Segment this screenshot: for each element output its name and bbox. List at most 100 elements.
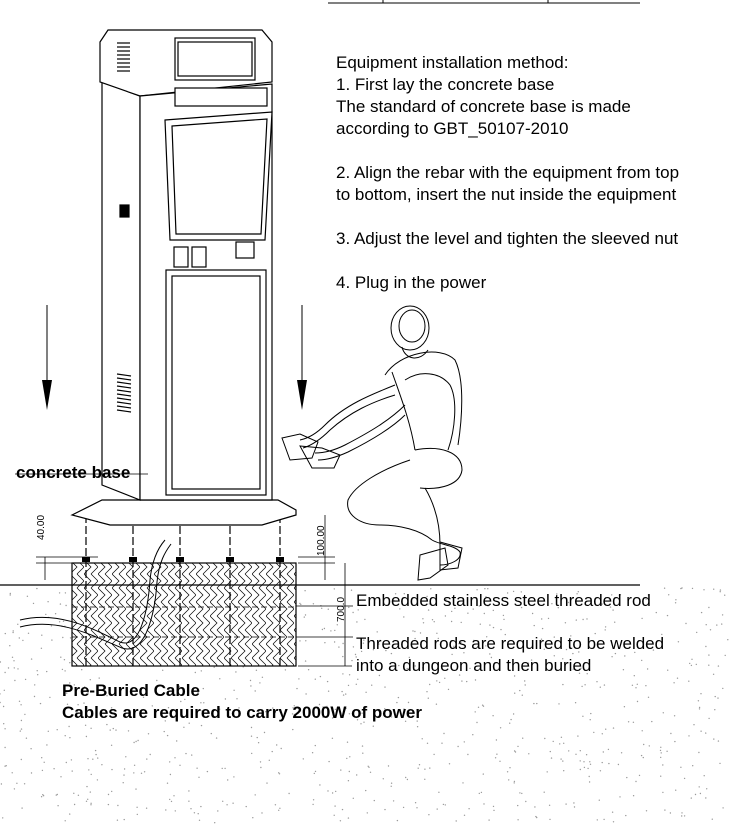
ground-dot bbox=[164, 687, 166, 689]
ground-dot bbox=[438, 791, 440, 793]
ground-dot bbox=[492, 626, 495, 629]
ground-dot bbox=[611, 811, 614, 813]
ground-dot bbox=[447, 688, 450, 691]
ground-dot bbox=[527, 662, 530, 664]
ground-dot bbox=[719, 589, 722, 591]
ground-dot bbox=[700, 730, 702, 732]
ground-dot bbox=[263, 731, 266, 734]
ground-dot bbox=[416, 726, 419, 728]
ground-dot bbox=[575, 753, 577, 755]
ground-dot bbox=[670, 732, 672, 735]
ground-dot bbox=[364, 618, 366, 621]
ground-dot bbox=[712, 673, 715, 675]
ground-dot bbox=[461, 680, 463, 682]
ground-dot bbox=[200, 702, 202, 704]
ground-dot bbox=[27, 632, 30, 634]
ground-dot bbox=[336, 624, 338, 626]
ground-dot bbox=[180, 700, 182, 703]
ground-dot bbox=[145, 807, 148, 809]
ground-dot bbox=[170, 800, 173, 803]
ground-dot bbox=[492, 715, 494, 717]
ground-dot bbox=[533, 702, 535, 705]
ground-dot bbox=[624, 655, 626, 657]
ground-dot bbox=[73, 792, 75, 794]
ground-dot bbox=[467, 612, 469, 614]
ground-dot bbox=[603, 684, 606, 686]
ground-dot bbox=[203, 702, 205, 704]
ground-dot bbox=[675, 789, 677, 791]
ground-dot bbox=[224, 698, 227, 700]
ground-dot bbox=[2, 705, 5, 708]
ground-dot bbox=[94, 749, 97, 752]
ground-dot bbox=[460, 642, 462, 644]
ground-dot bbox=[512, 590, 515, 593]
ground-dot bbox=[383, 711, 386, 713]
ground-dot bbox=[165, 809, 167, 811]
ground-dot bbox=[552, 740, 554, 743]
ground-dot bbox=[604, 629, 606, 631]
ground-dot bbox=[117, 804, 119, 807]
ground-dot bbox=[546, 771, 548, 773]
ground-dot bbox=[553, 655, 555, 657]
ground-dot bbox=[596, 819, 598, 821]
ground-dot bbox=[424, 768, 426, 770]
ground-dot bbox=[407, 701, 410, 704]
ground-dot bbox=[582, 618, 584, 621]
ground-dot bbox=[705, 797, 707, 799]
ground-dot bbox=[56, 729, 58, 731]
ground-dot bbox=[673, 682, 675, 684]
ground-dot bbox=[688, 735, 690, 737]
ground-dot bbox=[713, 738, 715, 740]
ground-dot bbox=[288, 792, 290, 795]
ground-dot bbox=[643, 743, 645, 746]
ground-dot bbox=[363, 708, 366, 710]
ground-dot bbox=[479, 623, 481, 625]
ground-dot bbox=[462, 782, 464, 784]
ground-dot bbox=[292, 707, 294, 709]
ground-dot bbox=[477, 706, 480, 708]
ground-dot bbox=[578, 651, 580, 653]
ground-dot bbox=[667, 669, 669, 671]
ground-dot bbox=[4, 671, 6, 674]
ground-dot bbox=[174, 757, 176, 759]
ground-dot bbox=[34, 684, 36, 686]
ground-dot bbox=[709, 629, 712, 631]
ground-dot bbox=[521, 792, 523, 795]
ground-dot bbox=[21, 807, 23, 809]
ground-dot bbox=[513, 675, 516, 677]
ground-dot bbox=[645, 685, 647, 687]
ground-dot bbox=[394, 593, 397, 595]
ground-dot bbox=[303, 616, 305, 618]
ground-dot bbox=[111, 768, 113, 771]
ground-dot bbox=[69, 682, 71, 684]
ground-dot bbox=[493, 809, 495, 812]
ground-dot bbox=[65, 761, 68, 764]
ground-dot bbox=[496, 753, 498, 755]
ground-dot bbox=[703, 775, 705, 777]
ground-dot bbox=[652, 649, 655, 651]
ground-dot bbox=[390, 652, 393, 655]
ground-dot bbox=[174, 810, 176, 812]
ground-dot bbox=[284, 669, 287, 671]
ground-dot bbox=[556, 593, 558, 595]
ground-dot bbox=[622, 669, 625, 671]
ground-dot bbox=[327, 790, 329, 792]
ground-dot bbox=[435, 703, 438, 705]
ground-dot bbox=[608, 598, 611, 600]
ground-dot bbox=[339, 820, 342, 822]
ground-dot bbox=[651, 720, 653, 723]
ground-dot bbox=[583, 766, 586, 769]
ground-dot bbox=[362, 752, 364, 754]
top-table-lines bbox=[328, 0, 640, 4]
ground-dot bbox=[23, 783, 26, 785]
ground-dot bbox=[166, 782, 169, 784]
ground-dot bbox=[342, 655, 344, 658]
ground-dot bbox=[577, 735, 579, 737]
ground-dot bbox=[266, 782, 268, 784]
ground-dot bbox=[611, 656, 613, 658]
ground-dot bbox=[365, 691, 367, 693]
ground-dot bbox=[261, 676, 264, 678]
ground-dot bbox=[279, 807, 281, 809]
ground-dot bbox=[272, 707, 274, 709]
ground-dot bbox=[169, 761, 171, 763]
